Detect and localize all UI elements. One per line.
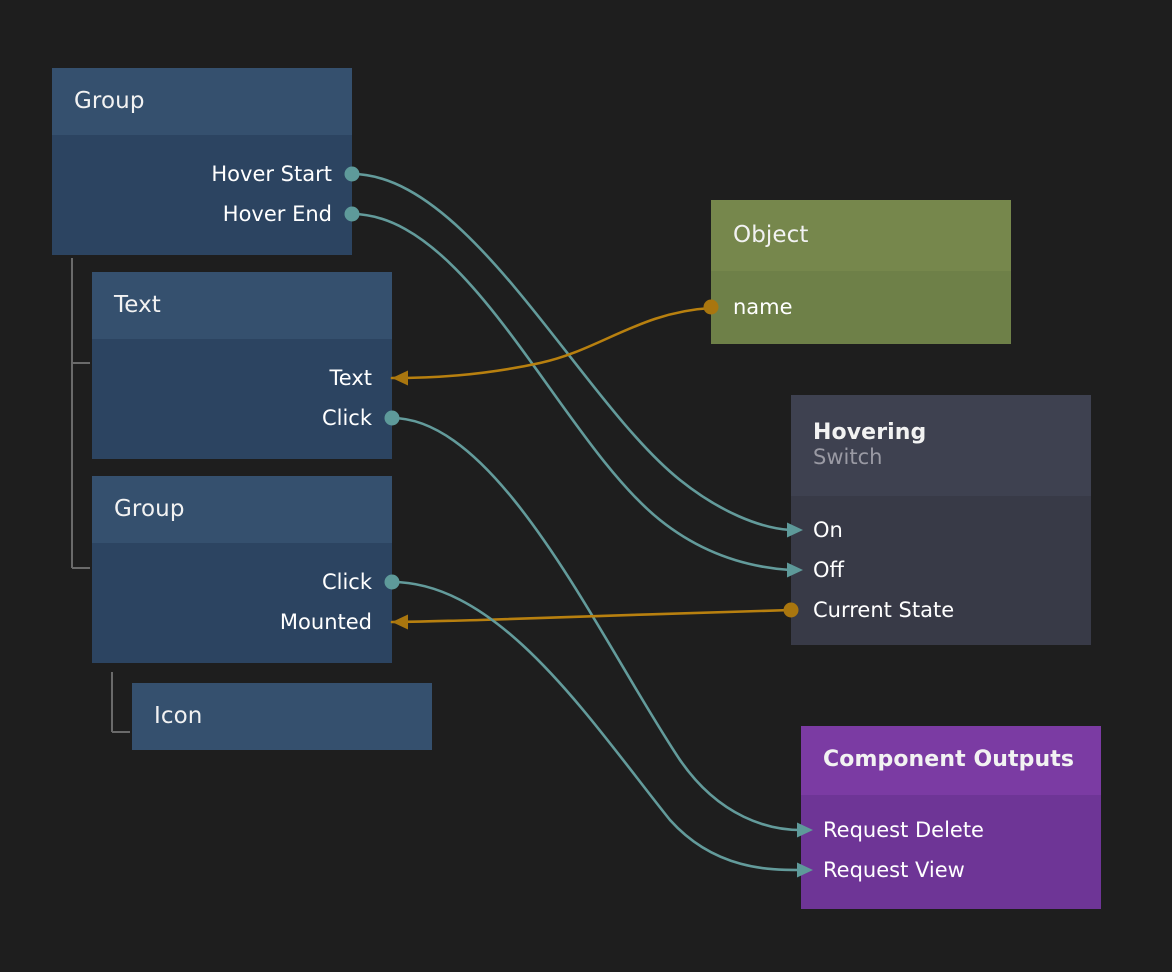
- node-header-text-node[interactable]: Text: [92, 272, 392, 339]
- node-header-group-child[interactable]: Group: [92, 476, 392, 543]
- port-mounted[interactable]: Mounted: [279, 610, 372, 634]
- edge-current-state-mounted[interactable]: [390, 608, 793, 624]
- port-name[interactable]: name: [733, 295, 793, 319]
- node-header-group-root[interactable]: Group: [52, 68, 352, 135]
- node-title: Text: [114, 291, 161, 318]
- node-title: Hovering: [813, 420, 927, 446]
- port-request-delete[interactable]: Request Delete: [823, 818, 984, 842]
- edge-click-to-request-del[interactable]: [390, 416, 802, 832]
- node-title: Group: [74, 87, 145, 114]
- node-body-object-node: name: [711, 271, 1011, 344]
- port-marker-text[interactable]: [392, 370, 408, 386]
- node-header-component-outputs-node[interactable]: Component Outputs: [801, 726, 1101, 795]
- node-header-icon-node[interactable]: Icon: [132, 683, 432, 750]
- node-title: Group: [114, 495, 185, 522]
- port-request-view[interactable]: Request View: [823, 858, 965, 882]
- node-header-object-node[interactable]: Object: [711, 200, 1011, 271]
- node-title: Icon: [154, 702, 203, 729]
- edge-click2-to-request-view[interactable]: [390, 580, 802, 872]
- port-text[interactable]: Text: [329, 366, 372, 390]
- port-hover-start[interactable]: Hover Start: [211, 162, 332, 186]
- port-current-state[interactable]: Current State: [813, 598, 955, 622]
- node-object-node[interactable]: Object name: [711, 200, 1011, 344]
- port-click[interactable]: Click: [321, 406, 372, 430]
- node-icon-node[interactable]: Icon: [132, 683, 432, 750]
- node-title: Component Outputs: [823, 747, 1075, 773]
- port-marker-mounted[interactable]: [392, 614, 408, 630]
- port-click[interactable]: Click: [321, 570, 372, 594]
- port-off[interactable]: Off: [813, 558, 844, 582]
- port-hover-end[interactable]: Hover End: [222, 202, 332, 226]
- node-title: Object: [733, 221, 809, 248]
- port-on[interactable]: On: [813, 518, 843, 542]
- node-subtitle: Switch: [813, 445, 883, 470]
- edge-name-to-text[interactable]: [390, 306, 713, 380]
